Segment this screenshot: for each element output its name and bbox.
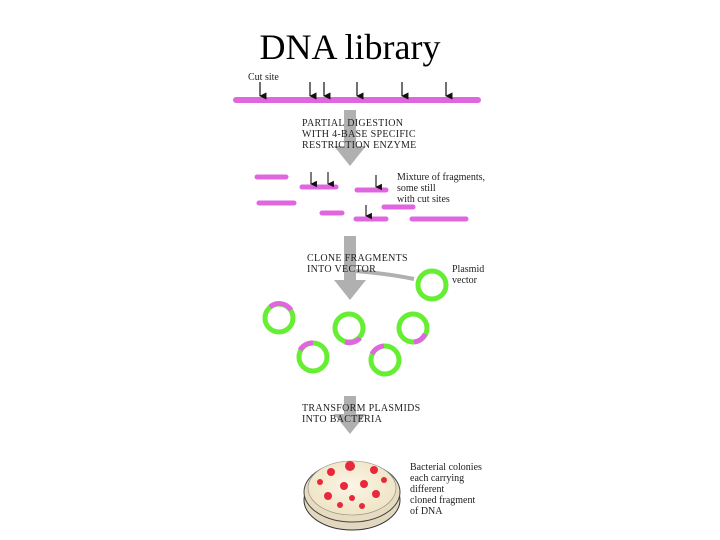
colony	[345, 461, 355, 471]
colony	[327, 468, 335, 476]
step-clone-fragments-label: CLONE FRAGMENTS INTO VECTOR	[307, 253, 408, 275]
cut-site-label: Cut site	[248, 72, 279, 83]
fragments-label: Mixture of fragments, some still with cu…	[397, 172, 486, 205]
colony	[370, 466, 378, 474]
colony	[340, 482, 348, 490]
recombinant-plasmids	[262, 301, 430, 377]
bacterial-colonies	[317, 461, 387, 509]
colony	[349, 495, 355, 501]
colony	[317, 479, 323, 485]
process-arrow-2	[334, 236, 366, 300]
colony	[337, 502, 343, 508]
bacterial-colonies-label: Bacterial colonies each carrying differe…	[410, 462, 482, 517]
colony	[372, 490, 380, 498]
recombinant-plasmid	[296, 340, 330, 374]
plasmid-vector-label: Plasmid vector	[452, 264, 485, 286]
recombinant-plasmid	[368, 343, 402, 377]
step-partial-digestion-label: PARTIAL DIGESTION WITH 4-BASE SPECIFIC R…	[302, 118, 417, 151]
recombinant-plasmid	[262, 301, 296, 335]
fragment-cut-site-arrows	[310, 172, 382, 220]
recombinant-plasmid	[396, 311, 430, 345]
recombinant-plasmid	[332, 311, 366, 346]
colony	[381, 477, 387, 483]
process-arrow-1	[334, 110, 366, 166]
empty-plasmid-vector	[415, 268, 449, 302]
step-transform-label: TRANSFORM PLASMIDS INTO BACTERIA	[302, 403, 421, 425]
colony	[324, 492, 332, 500]
process-arrow-3	[334, 396, 366, 434]
page-title: DNA library	[259, 27, 441, 67]
cut-site-arrows	[259, 82, 453, 100]
plasmid-pointer-line	[355, 269, 415, 281]
colony	[359, 503, 365, 509]
colony	[360, 480, 368, 488]
